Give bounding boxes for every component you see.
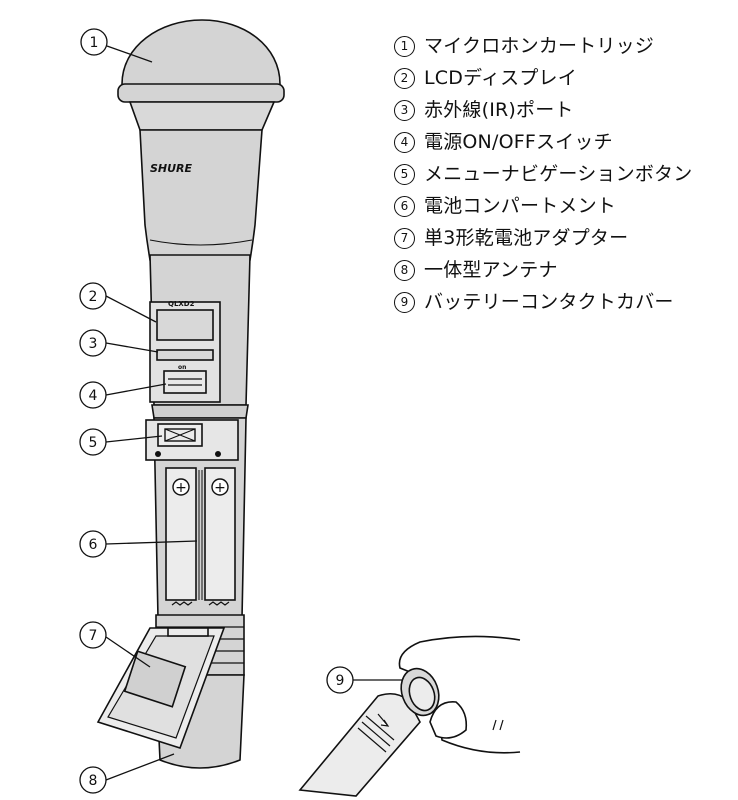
legend-item: 9 バッテリーコンタクトカバー xyxy=(394,286,734,318)
brand-logo: SHURE xyxy=(150,162,193,175)
callout-7 xyxy=(79,621,107,649)
polarity-plus-icon xyxy=(172,478,190,496)
legend-number: 6 xyxy=(394,195,415,217)
legend-label: バッテリーコンタクトカバー xyxy=(424,291,674,313)
legend-label: 一体型アンテナ xyxy=(424,259,558,281)
parts-legend: 1 マイクロホンカートリッジ 2 LCDディスプレイ 3 赤外線(IR)ポート … xyxy=(394,30,734,318)
callout-3 xyxy=(79,329,107,357)
callout-1 xyxy=(80,28,108,56)
legend-label: 赤外線(IR)ポート xyxy=(424,99,574,121)
callout-number: 6 xyxy=(89,537,98,553)
callout-circles xyxy=(79,28,354,794)
callout-number: 4 xyxy=(89,388,98,404)
hand-inset xyxy=(298,635,521,797)
legend-number: 9 xyxy=(394,291,415,313)
callout-number: 1 xyxy=(90,35,99,51)
ir-port xyxy=(156,349,214,361)
legend-item: 5 メニューナビゲーションボタン xyxy=(394,158,734,190)
legend-number: 3 xyxy=(394,99,415,121)
callout-9 xyxy=(326,666,354,694)
callout-6 xyxy=(79,530,107,558)
callout-number: 9 xyxy=(336,673,345,689)
power-label: on xyxy=(178,364,186,371)
model-label: QLXD2 xyxy=(168,300,195,308)
callout-4 xyxy=(79,381,107,409)
legend-label: 電源ON/OFFスイッチ xyxy=(424,131,613,153)
legend-number: 4 xyxy=(394,131,415,153)
grille-band xyxy=(117,83,285,103)
antenna-tube xyxy=(298,692,421,797)
legend-number: 7 xyxy=(394,227,415,249)
legend-item: 1 マイクロホンカートリッジ xyxy=(394,30,734,62)
legend-item: 4 電源ON/OFFスイッチ xyxy=(394,126,734,158)
leader-lines xyxy=(105,45,402,781)
polarity-marks xyxy=(172,478,229,496)
polarity-plus-left: + xyxy=(175,480,187,496)
handle-upper xyxy=(139,129,263,261)
lcd-display xyxy=(156,309,214,341)
legend-label: マイクロホンカートリッジ xyxy=(424,35,655,57)
thumb xyxy=(429,701,468,739)
legend-item: 2 LCDディスプレイ xyxy=(394,62,734,94)
legend-item: 6 電池コンパートメント xyxy=(394,190,734,222)
hand-outline xyxy=(398,635,521,754)
legend-label: LCDディスプレイ xyxy=(424,67,577,89)
callout-number: 8 xyxy=(89,773,98,789)
legend-item: 7 単3形乾電池アダプター xyxy=(394,222,734,254)
legend-number: 2 xyxy=(394,67,415,89)
legend-number: 8 xyxy=(394,259,415,281)
cartridge-grille xyxy=(121,19,281,101)
microphone-body xyxy=(96,19,285,769)
polarity-plus-icon xyxy=(211,478,229,496)
power-switch xyxy=(163,370,207,394)
legend-label: 電池コンパートメント xyxy=(424,195,617,217)
legend-label: メニューナビゲーションボタン xyxy=(424,163,693,185)
callout-number: 3 xyxy=(89,336,98,352)
callout-number: 7 xyxy=(89,628,98,644)
callout-8 xyxy=(79,766,107,794)
callout-numbers: 1 2 3 4 5 6 7 8 9 xyxy=(89,35,345,789)
legend-item: 8 一体型アンテナ xyxy=(394,254,734,286)
callout-number: 5 xyxy=(89,435,98,451)
legend-number: 1 xyxy=(394,35,415,57)
legend-item: 3 赤外線(IR)ポート xyxy=(394,94,734,126)
callout-5 xyxy=(79,428,107,456)
callout-number: 2 xyxy=(89,289,98,305)
legend-number: 5 xyxy=(394,163,415,185)
callout-2 xyxy=(79,282,107,310)
legend-label: 単3形乾電池アダプター xyxy=(424,227,629,249)
polarity-plus-right: + xyxy=(214,480,226,496)
